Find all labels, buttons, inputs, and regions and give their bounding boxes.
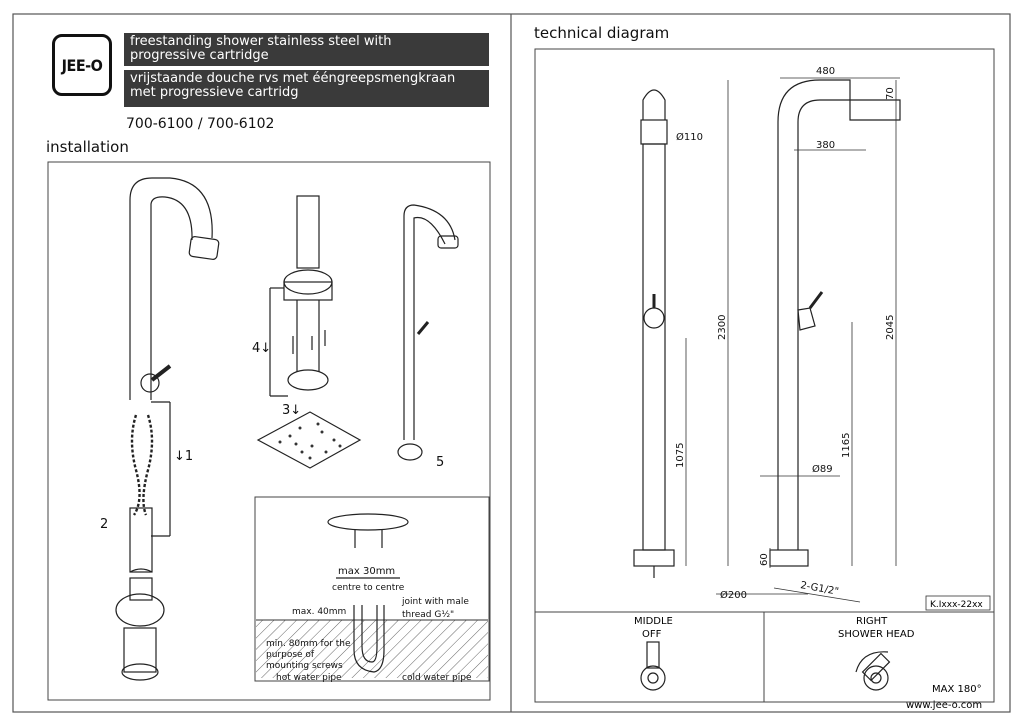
dim-height-1075: 1075 — [675, 443, 686, 468]
reference-code: K.Ixxx-22xx — [930, 600, 983, 610]
right-label: RIGHT — [856, 616, 888, 627]
installation-heading: installation — [46, 138, 129, 156]
detail-cold-pipe-label: cold water pipe — [402, 673, 472, 683]
step-label-3: 3↓ — [282, 403, 301, 418]
max-angle-label: MAX 180° — [932, 684, 982, 695]
detail-min-line1: min. 80mm for the — [266, 639, 351, 649]
dim-height-2045: 2045 — [885, 315, 896, 340]
brand-logo: JEE-O — [52, 34, 112, 96]
shower-pipe-outline — [129, 177, 213, 400]
middle-label: MIDDLE — [634, 616, 673, 627]
dim-diameter-200: Ø200 — [720, 589, 747, 601]
dim-diameter-89: Ø89 — [812, 463, 833, 475]
title-en-line1: freestanding shower stainless steel with — [130, 34, 392, 49]
dim-height-60: 60 — [759, 553, 770, 566]
title-dutch: vrijstaande douche rvs met ééngreepsmeng… — [124, 70, 489, 107]
logo-text: JEE-O — [61, 55, 103, 75]
product-code: 700-6100 / 700-6102 — [126, 116, 275, 132]
dim-height-2300: 2300 — [717, 315, 728, 340]
detail-min-line2: purpose of — [266, 650, 315, 660]
title-english: freestanding shower stainless steel with… — [124, 33, 489, 66]
technical-diagram-heading: technical diagram — [534, 24, 670, 42]
detail-centre-label: centre to centre — [332, 583, 405, 593]
detail-joint-line1: joint with male — [401, 597, 469, 607]
dim-width-480: 480 — [816, 66, 835, 77]
dim-height-70: 70 — [885, 87, 896, 100]
shower-head-label: SHOWER HEAD — [838, 629, 915, 640]
step-label-2: 2 — [100, 517, 108, 532]
title-nl-line1: vrijstaande douche rvs met ééngreepsmeng… — [130, 71, 456, 86]
detail-joint-line2: thread G½" — [402, 610, 454, 620]
step-label-1: ↓1 — [174, 449, 193, 464]
step-label-4: 4↓ — [252, 341, 271, 356]
detail-max-depth-label: max. 40mm — [292, 607, 346, 617]
off-label: OFF — [642, 629, 662, 640]
title-en-line2: progressive cartridge — [130, 48, 269, 63]
website-url: www.jee-o.com — [906, 700, 982, 711]
detail-min-line3: mounting screws — [266, 661, 343, 671]
detail-spacing-label: max 30mm — [338, 566, 395, 577]
step-label-5: 5 — [436, 455, 444, 470]
title-nl-line2: met progressieve cartridg — [130, 85, 299, 100]
dim-diameter-110: Ø110 — [676, 131, 703, 143]
detail-hot-pipe-label: hot water pipe — [276, 673, 342, 683]
dim-height-1165: 1165 — [841, 433, 852, 458]
dim-width-380: 380 — [816, 140, 835, 151]
